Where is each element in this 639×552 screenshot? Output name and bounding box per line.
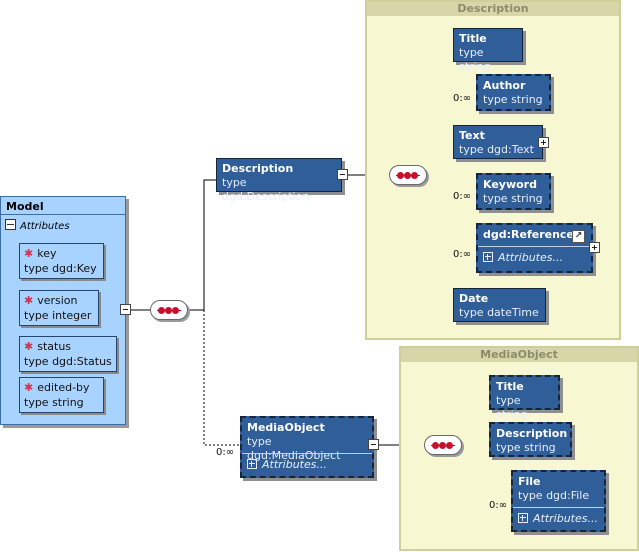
- element-type: type string: [459, 46, 491, 73]
- keyword-element[interactable]: Keyword type string: [476, 173, 551, 210]
- attribute-edited-by[interactable]: ✱edited-by type string: [19, 377, 104, 413]
- occurrence-label: 0:∞: [489, 500, 508, 511]
- model-attributes-header[interactable]: Attributes: [5, 219, 70, 232]
- text-element[interactable]: Text type dgd:Text: [453, 125, 543, 159]
- author-element[interactable]: Author type string: [476, 74, 551, 111]
- element-type: type dgd:Description: [222, 176, 310, 203]
- collapse-icon[interactable]: [5, 219, 16, 230]
- date-element[interactable]: Date type dateTime: [453, 288, 546, 322]
- attribute-name: version: [37, 294, 78, 307]
- element-type: type dateTime: [459, 306, 539, 319]
- element-name: Title: [459, 32, 487, 45]
- sequence-compositor[interactable]: [150, 300, 188, 320]
- model-element[interactable]: Model Attributes ✱key type dgd:Key ✱vers…: [0, 196, 126, 425]
- model-title: Model: [1, 197, 125, 215]
- attribute-type: type dgd:Status: [24, 355, 112, 368]
- element-type: type dgd:MediaObject: [247, 435, 341, 462]
- attribute-version[interactable]: ✱version type integer: [19, 290, 99, 326]
- media-title-element[interactable]: Title type string: [489, 375, 560, 421]
- attribute-key[interactable]: ✱key type dgd:Key: [19, 243, 104, 279]
- attribute-name: key: [37, 247, 57, 260]
- required-star-icon: ✱: [24, 247, 34, 260]
- element-name: Keyword: [483, 178, 537, 191]
- required-star-icon: ✱: [24, 294, 34, 307]
- text-expand-toggle[interactable]: [538, 137, 549, 148]
- element-type: type dgd:File: [518, 489, 590, 502]
- reference-expand-toggle[interactable]: [589, 242, 600, 253]
- required-star-icon: ✱: [24, 340, 34, 353]
- attribute-type: type string: [24, 396, 84, 409]
- title-element[interactable]: Title type string: [453, 28, 523, 73]
- element-name: Title: [496, 380, 524, 393]
- mediaobject-attributes[interactable]: Attributes...: [247, 458, 327, 471]
- sequence-compositor[interactable]: [389, 165, 427, 185]
- occurrence-label: 0:∞: [216, 447, 235, 458]
- element-name: Description: [496, 427, 568, 440]
- mediaobject-collapse-toggle[interactable]: [368, 439, 379, 450]
- expand-icon[interactable]: [483, 252, 493, 262]
- element-name: Date: [459, 292, 489, 305]
- reference-link-icon[interactable]: ↗: [572, 230, 585, 243]
- sequence-compositor[interactable]: [424, 435, 462, 455]
- attribute-status[interactable]: ✱status type dgd:Status: [19, 336, 117, 372]
- required-star-icon: ✱: [24, 381, 34, 394]
- expand-icon[interactable]: [518, 513, 528, 523]
- reference-attributes[interactable]: Attributes...: [483, 251, 563, 264]
- file-attributes[interactable]: Attributes...: [518, 512, 598, 525]
- occurrence-label: 0:∞: [453, 93, 472, 104]
- model-collapse-toggle[interactable]: [120, 304, 131, 315]
- file-element[interactable]: File type dgd:File Attributes...: [511, 470, 606, 532]
- occurrence-label: 0:∞: [453, 191, 472, 202]
- element-name: Author: [483, 79, 526, 92]
- element-type: type string: [483, 93, 543, 106]
- mediaobject-panel-title: MediaObject: [401, 348, 637, 362]
- expand-icon[interactable]: [247, 459, 257, 469]
- element-name: MediaObject: [247, 421, 325, 434]
- element-name: dgd:Reference: [483, 228, 574, 241]
- element-type: type dgd:Text: [459, 143, 534, 156]
- element-name: Description: [222, 162, 294, 175]
- description-collapse-toggle[interactable]: [337, 169, 348, 180]
- attributes-label: Attributes...: [533, 512, 598, 525]
- element-name: File: [518, 475, 541, 488]
- element-type: type string: [483, 192, 543, 205]
- element-type: type string: [496, 394, 528, 421]
- description-element[interactable]: Description type dgd:Description: [216, 158, 342, 203]
- description-panel-title: Description: [367, 2, 619, 16]
- element-type: type string: [496, 441, 556, 454]
- model-attributes-label: Attributes: [20, 221, 70, 232]
- reference-element[interactable]: dgd:Reference Attributes...: [476, 223, 593, 273]
- attributes-label: Attributes...: [498, 251, 563, 264]
- mediaobject-element[interactable]: MediaObject type dgd:MediaObject Attribu…: [240, 416, 374, 478]
- media-description-element[interactable]: Description type string: [489, 422, 572, 457]
- attribute-name: edited-by: [37, 381, 90, 394]
- attribute-type: type integer: [24, 309, 92, 322]
- occurrence-label: 0:∞: [453, 249, 472, 260]
- attribute-type: type dgd:Key: [24, 262, 97, 275]
- element-name: Text: [459, 129, 485, 142]
- attribute-name: status: [37, 340, 72, 353]
- attributes-label: Attributes...: [262, 458, 327, 471]
